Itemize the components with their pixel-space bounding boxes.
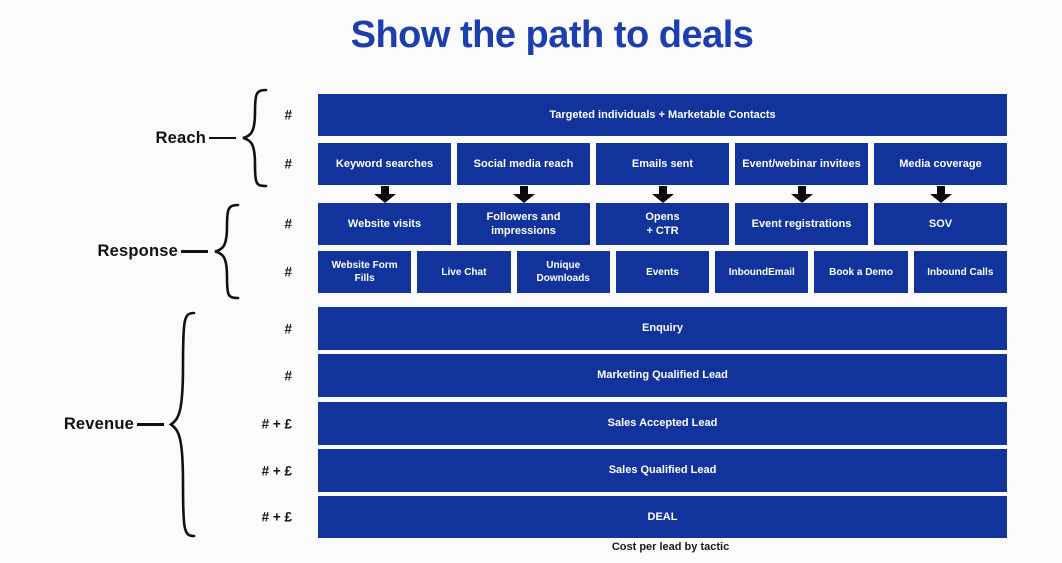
funnel-box: SOV	[874, 203, 1007, 245]
funnel-box: Enquiry	[318, 307, 1007, 350]
brace-icon	[214, 203, 240, 300]
group-reach: Reach	[118, 88, 268, 188]
funnel-row-7: Sales Accepted Lead	[318, 402, 1007, 445]
funnel-box: Marketing Qualified Lead	[318, 354, 1007, 397]
footer-caption: Cost per lead by tactic	[611, 541, 730, 553]
funnel-row-6: Marketing Qualified Lead	[318, 354, 1007, 397]
funnel-box: Event/webinar invitees	[735, 143, 868, 185]
connector-line	[209, 136, 236, 140]
funnel-box: Live Chat	[417, 251, 511, 293]
funnel-box: InboundEmail	[715, 251, 809, 293]
connector-line	[137, 423, 164, 426]
funnel-box: Website Form Fills	[318, 251, 412, 293]
metric-label: #	[284, 264, 292, 280]
group-label-response: Response	[97, 242, 178, 260]
funnel-box: Website visits	[318, 203, 451, 245]
funnel-box: Emails sent	[596, 143, 729, 185]
funnel-box: Followers and impressions	[457, 203, 590, 245]
funnel-row-1: Targeted individuals + Marketable Contac…	[318, 94, 1007, 136]
brace-icon	[242, 88, 268, 188]
metric-label: #	[284, 156, 292, 172]
metric-label: # + £	[261, 509, 292, 525]
funnel-box: Sales Qualified Lead	[318, 449, 1007, 492]
metric-label: #	[284, 107, 292, 123]
funnel-box: Targeted individuals + Marketable Contac…	[318, 94, 1007, 136]
funnel-box: Media coverage	[874, 143, 1007, 185]
funnel-box: Opens + CTR	[596, 203, 729, 245]
metric-label: #	[284, 321, 292, 336]
funnel-row-8: Sales Qualified Lead	[318, 449, 1007, 492]
funnel-box: Events	[615, 251, 710, 293]
funnel-box: Sales Accepted Lead	[318, 402, 1007, 445]
funnel-row-9: DEAL	[318, 496, 1007, 538]
group-response: Response	[90, 203, 240, 300]
page-title: Show the path to deals	[350, 14, 754, 56]
funnel-box: Unique Downloads	[516, 251, 610, 293]
funnel-box: Social media reach	[457, 143, 590, 185]
arrow-row	[0, 186, 1062, 204]
brace-icon	[168, 311, 196, 538]
funnel-box: Event registrations	[735, 203, 868, 245]
funnel-box: Inbound Calls	[913, 251, 1007, 293]
funnel-box: DEAL	[318, 496, 1007, 538]
metric-label: # + £	[261, 463, 292, 478]
group-revenue: Revenue	[46, 311, 196, 538]
group-label-revenue: Revenue	[63, 415, 134, 433]
metric-label: #	[284, 368, 292, 383]
group-label-reach: Reach	[155, 128, 206, 147]
metric-label: # + £	[261, 416, 292, 431]
funnel-row-5: Enquiry	[318, 307, 1007, 350]
funnel-box: Book a Demo	[814, 251, 908, 293]
funnel-box: Keyword searches	[318, 143, 451, 185]
connector-line	[181, 250, 208, 253]
metric-label: #	[284, 216, 292, 232]
